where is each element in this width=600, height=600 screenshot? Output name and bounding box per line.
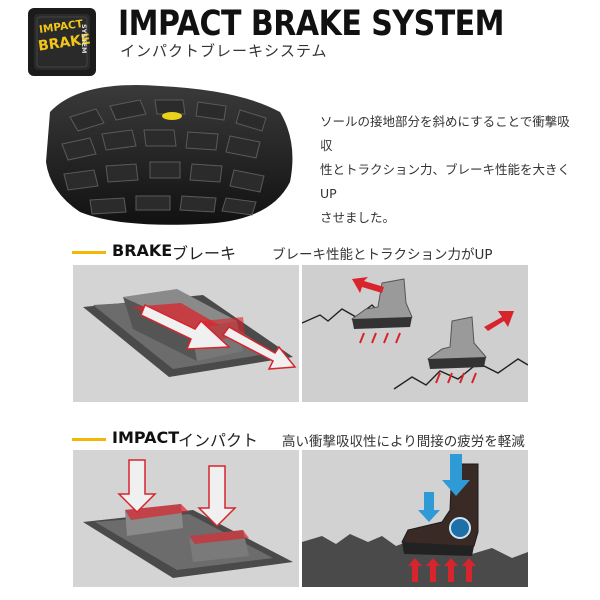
impact-terrain-diagram bbox=[302, 450, 528, 587]
description-line-2: 性とトラクション力、ブレーキ性能を大きくUP bbox=[320, 162, 571, 201]
logo-text-system: SYSTEM bbox=[80, 24, 88, 54]
description-line-3: させました。 bbox=[320, 210, 396, 225]
brand-logo: IMPACT BRAKE SYSTEM bbox=[28, 8, 96, 76]
impact-accent-bar bbox=[72, 438, 106, 441]
brake-block-diagram bbox=[73, 265, 299, 402]
page-subtitle: インパクトブレーキシステム bbox=[120, 42, 328, 60]
feature-description: ソールの接地部分を斜めにすることで衝撃吸収 性とトラクション力、ブレーキ性能を大… bbox=[320, 110, 580, 230]
impact-label-jp: インパクト bbox=[178, 431, 259, 450]
description-line-1: ソールの接地部分を斜めにすることで衝撃吸収 bbox=[320, 114, 570, 153]
logo-badge-icon bbox=[34, 14, 90, 70]
brake-boot-illustration bbox=[302, 277, 528, 390]
impact-boot-illustration bbox=[302, 454, 528, 587]
impact-tagline: 高い衝撃吸収性により間接の疲労を軽減 bbox=[282, 434, 525, 450]
impact-label-en: IMPACT bbox=[112, 428, 180, 447]
brake-label-en: BRAKE bbox=[112, 241, 173, 260]
impact-block-diagram bbox=[73, 450, 299, 587]
brake-tagline: ブレーキ性能とトラクション力がUP bbox=[272, 247, 493, 263]
impact-block-illustration bbox=[83, 459, 293, 578]
brake-slope-diagram bbox=[302, 265, 528, 402]
brake-block-illustration bbox=[83, 289, 297, 377]
brake-accent-bar bbox=[72, 251, 106, 254]
brake-label-jp: ブレーキ bbox=[172, 244, 237, 263]
outsole-photo bbox=[46, 85, 293, 225]
page-title: IMPACT BRAKE SYSTEM bbox=[118, 4, 505, 45]
